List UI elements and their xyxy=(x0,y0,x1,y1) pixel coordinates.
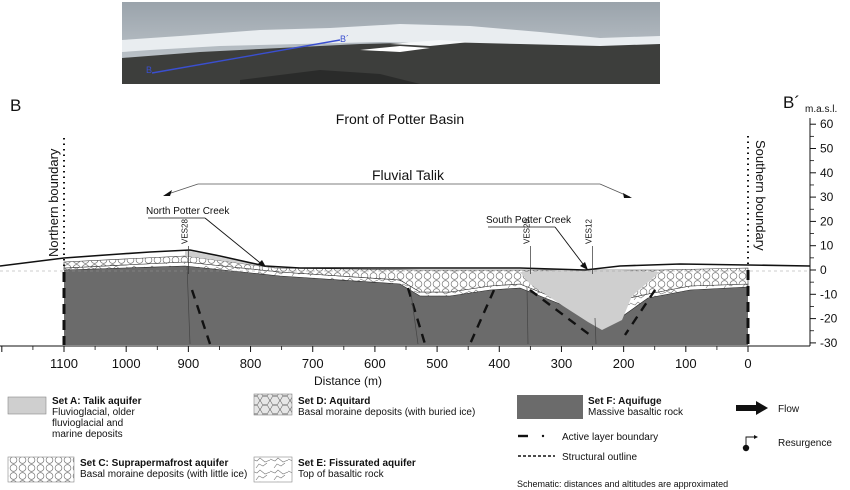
south-potter-creek-label: South Potter Creek xyxy=(486,215,572,226)
legend-set-c-title: Set C: Suprapermafrost aquifer xyxy=(80,458,228,469)
y-axis-tick-label: 30 xyxy=(820,190,834,204)
y-axis-tick-label: -10 xyxy=(820,287,838,301)
y-axis-tick-label: 50 xyxy=(820,142,834,156)
photo-ground xyxy=(122,42,660,84)
photo-section-line xyxy=(151,39,341,74)
x-axis-tick-label: 700 xyxy=(302,356,324,371)
corner-label-b: B xyxy=(10,96,21,115)
y-axis-tick-label: -30 xyxy=(820,336,838,350)
legend-swatch-set-c xyxy=(7,456,75,483)
north-creek-callout xyxy=(148,217,266,267)
southern-boundary-label: Southern boundary xyxy=(753,140,768,251)
y-axis-tick-label: 20 xyxy=(820,214,834,228)
y-axis: 60 50 40 30 20 10 0 -10 -20 -30 xyxy=(809,117,838,350)
talik-arrowhead-left xyxy=(163,190,172,196)
northern-boundary-label: Northern boundary xyxy=(46,148,61,257)
x-axis-tick-label: 100 xyxy=(675,356,697,371)
y-axis-tick-label: 0 xyxy=(820,263,827,277)
set-a-talik-south-creek xyxy=(520,270,660,330)
legend-set-a-line: marine deposits xyxy=(52,429,123,440)
y-axis-tick-label: -20 xyxy=(820,312,838,326)
legend-swatch-set-e xyxy=(253,456,293,483)
flow-arrow-icon xyxy=(736,401,768,415)
landscape-photo: B B´ xyxy=(122,2,660,84)
legend-resurgence-label: Resurgence xyxy=(778,438,832,449)
legend-set-a-line: fluvioglacial and xyxy=(52,418,123,429)
legend-structural-label: Structural outline xyxy=(562,452,637,463)
legend-set-e-title: Set E: Fissurated aquifer xyxy=(298,458,416,469)
active-layer-boundary-icon xyxy=(518,434,545,438)
south-creek-callout xyxy=(488,226,588,270)
legend-flow-label: Flow xyxy=(778,404,800,415)
x-axis-title: Distance (m) xyxy=(314,374,382,388)
x-axis-tick-label: 600 xyxy=(364,356,386,371)
set-f-massive-basalt xyxy=(64,266,748,345)
geology-layers xyxy=(0,249,811,346)
x-axis-tick-label: 1100 xyxy=(50,356,78,371)
structural-outlines xyxy=(186,265,597,345)
legend-swatch-set-d xyxy=(253,393,293,416)
talik-arrowhead-right xyxy=(623,193,632,198)
resurgence-icon xyxy=(742,435,758,452)
legend-active-layer-label: Active layer boundary xyxy=(562,432,658,443)
y-axis-tick-label: 10 xyxy=(820,239,834,253)
ves-label: VES20 xyxy=(522,219,531,244)
section-title: Front of Potter Basin xyxy=(336,111,464,127)
legend: Set A: Talik aquifer Fluvioglacial, olde… xyxy=(7,393,832,489)
legend-set-a-title: Set A: Talik aquifer xyxy=(52,396,142,407)
x-axis-tick-label: 1000 xyxy=(112,356,141,371)
legend-set-c-line: Basal moraine deposits (with little ice) xyxy=(80,469,247,480)
y-axis-tick-label: 60 xyxy=(820,117,834,131)
x-axis-tick-label: 900 xyxy=(178,356,200,371)
north-potter-creek-label: North Potter Creek xyxy=(146,206,230,217)
ves-label: VES12 xyxy=(585,219,594,244)
legend-set-d-title: Set D: Aquitard xyxy=(298,396,370,407)
y-axis-tick-label: 40 xyxy=(820,166,834,180)
ves-label: VES28 xyxy=(180,219,189,244)
legend-set-e-line: Top of basaltic rock xyxy=(298,469,385,480)
photo-label-b: B xyxy=(146,65,152,75)
photo-foreground-rock xyxy=(240,70,420,84)
legend-set-d-line: Basal moraine deposits (with buried ice) xyxy=(298,407,475,418)
active-layer-boundaries xyxy=(190,287,656,345)
ground-surface-line xyxy=(0,249,811,271)
geological-cross-section: B B´ m.a.s.l. Front of Potter Basin Fluv… xyxy=(0,93,838,388)
x-axis-tick-label: 0 xyxy=(744,356,751,371)
x-axis-tick-label: 300 xyxy=(551,356,573,371)
fluvial-talik-label: Fluvial Talik xyxy=(372,167,445,183)
schematic-note: Schematic: distances and altitudes are a… xyxy=(517,479,728,489)
x-axis-tick-label: 500 xyxy=(426,356,448,371)
photo-snow-patch xyxy=(360,46,430,52)
x-axis-tick-label: 200 xyxy=(613,356,635,371)
corner-label-b-prime: B´ xyxy=(783,93,800,112)
ves-sounding-lines: VES28 VES20 VES12 xyxy=(180,219,594,274)
photo-label-b-prime: B´ xyxy=(340,34,349,44)
legend-swatch-set-a xyxy=(7,396,47,415)
legend-set-a-line: Fluvioglacial, older xyxy=(52,407,135,418)
x-axis-tick-label: 400 xyxy=(488,356,510,371)
unit-label: m.a.s.l. xyxy=(805,104,837,115)
x-axis-tick-label: 800 xyxy=(240,356,262,371)
legend-set-f-line: Massive basaltic rock xyxy=(588,407,684,418)
fluvial-talik-span xyxy=(163,183,632,198)
photo-snow-patch xyxy=(390,40,470,46)
legend-swatch-set-f xyxy=(517,395,583,419)
legend-set-f-title: Set F: Aquifuge xyxy=(588,396,662,407)
